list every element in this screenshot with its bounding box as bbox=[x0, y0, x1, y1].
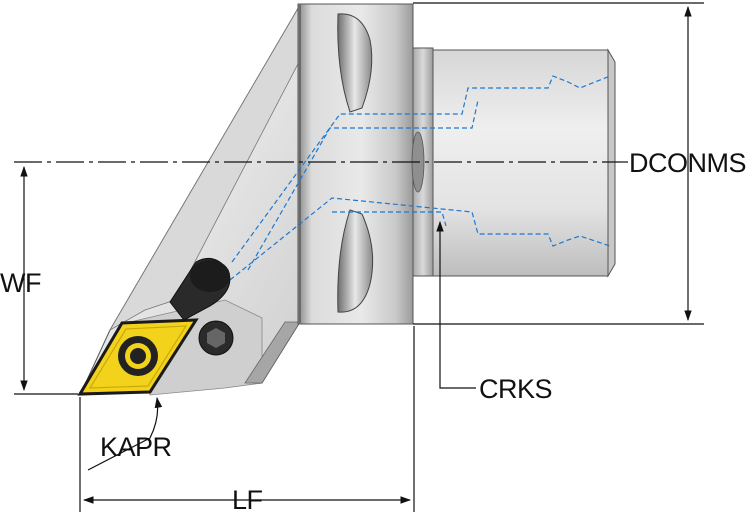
kapr-label: KAPR bbox=[100, 432, 172, 462]
dconms-label: DCONMS bbox=[629, 148, 746, 178]
crks-leader bbox=[436, 220, 476, 389]
head-lower-face bbox=[244, 321, 301, 384]
clamp-slot-upper bbox=[337, 13, 373, 113]
clamp-slot-lower bbox=[337, 209, 374, 313]
dimension-lines bbox=[14, 2, 704, 512]
insert-assembly bbox=[77, 257, 234, 396]
shank bbox=[432, 49, 609, 277]
crks-label: CRKS bbox=[479, 374, 552, 404]
lf-label: LF bbox=[232, 485, 263, 514]
coolant-channels bbox=[229, 75, 611, 281]
shank-chamfer bbox=[607, 48, 616, 278]
wf-label: WF bbox=[0, 268, 41, 298]
kapr-leader bbox=[87, 396, 163, 471]
